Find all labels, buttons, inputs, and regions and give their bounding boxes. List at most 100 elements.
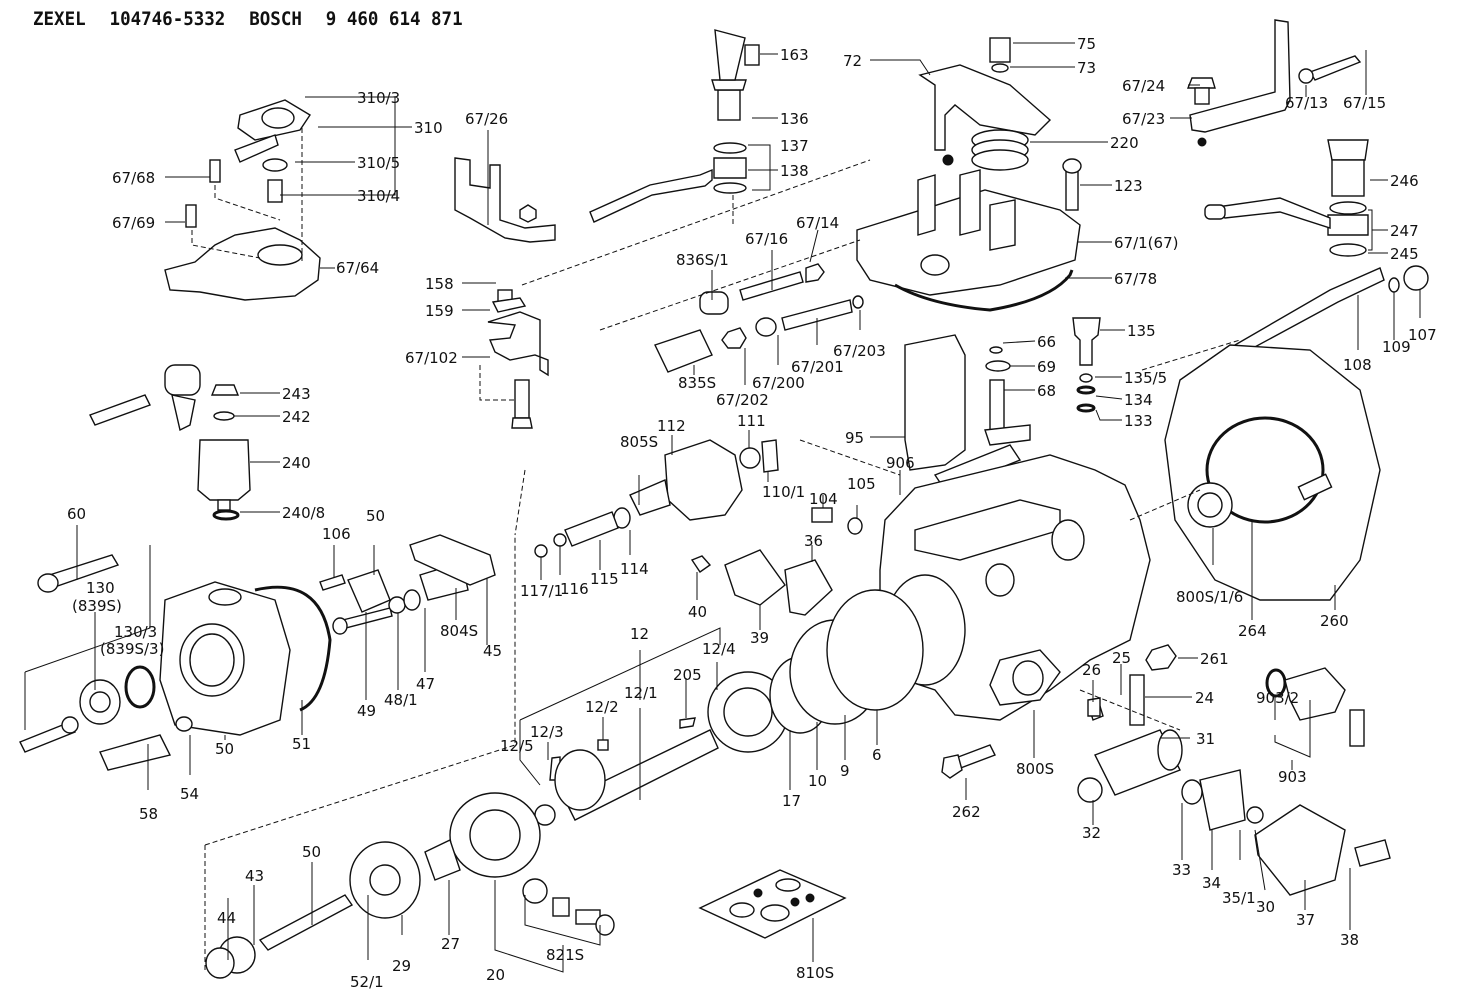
part-label: 34: [1202, 874, 1221, 892]
part-label: 158: [425, 275, 454, 293]
part-label: 12/5: [500, 737, 534, 755]
part-label: 264: [1238, 622, 1267, 640]
part-label: 67/69: [112, 214, 155, 232]
part-label: 805S: [620, 433, 658, 451]
part-label: 17: [782, 792, 801, 810]
part-label: 67/13: [1285, 94, 1328, 112]
part-label: 40: [688, 603, 707, 621]
bracket-67-26: [454, 157, 556, 243]
governor-cover-67-1: [856, 37, 1082, 312]
part-label: 67/26: [465, 110, 508, 128]
part-label: 67/24: [1122, 77, 1165, 95]
governor-components: [904, 317, 1101, 491]
distributor-head-50: [19, 554, 332, 771]
part-label: 67/1(67): [1114, 234, 1178, 252]
part-label: (839S): [72, 597, 122, 615]
part-label: 30: [1256, 898, 1275, 916]
part-label: 12: [630, 625, 649, 643]
part-label: 95: [845, 429, 864, 447]
part-label: 111: [737, 412, 766, 430]
part-label: 67/64: [336, 259, 379, 277]
part-label: 220: [1110, 134, 1139, 152]
part-label: 50: [366, 507, 385, 525]
part-label: 821S: [546, 946, 584, 964]
part-label: 245: [1390, 245, 1419, 263]
part-label: (839S/3): [100, 640, 164, 658]
banjo-fitting-246: [1204, 139, 1429, 356]
part-label: 903: [1278, 768, 1307, 786]
part-label: 67/23: [1122, 110, 1165, 128]
part-label: 67/16: [745, 230, 788, 248]
part-label: 37: [1296, 911, 1315, 929]
part-label: 75: [1077, 35, 1096, 53]
part-label: 48/1: [384, 691, 418, 709]
part-label: 242: [282, 408, 311, 426]
part-label: 261: [1200, 650, 1229, 668]
part-labels: 310/3310310/5310/467/6867/6967/6467/2615…: [67, 35, 1437, 991]
bracket-67-102: [479, 289, 549, 429]
part-label: 123: [1114, 177, 1143, 195]
part-label: 262: [952, 803, 981, 821]
part-label: 9: [840, 762, 850, 780]
part-label: 243: [282, 385, 311, 403]
part-label: 31: [1196, 730, 1215, 748]
part-label: 12/4: [702, 640, 736, 658]
part-label: 135: [1127, 322, 1156, 340]
part-label: 29: [392, 957, 411, 975]
plunger-spring-group: [319, 534, 496, 635]
part-label: 66: [1037, 333, 1056, 351]
part-label: 12/2: [585, 698, 619, 716]
part-label: 117/1: [520, 582, 563, 600]
part-label: 69: [1037, 358, 1056, 376]
banjo-fitting-136: [589, 29, 760, 225]
part-label: 26: [1082, 661, 1101, 679]
part-label: 24: [1195, 689, 1214, 707]
part-label: 20: [486, 966, 505, 984]
part-label: 36: [804, 532, 823, 550]
part-label: 12/3: [530, 723, 564, 741]
sensor-903: [1265, 667, 1365, 747]
part-label: 58: [139, 805, 158, 823]
part-label: 68: [1037, 382, 1056, 400]
part-label: 104: [809, 490, 838, 508]
part-label: 800S: [1016, 760, 1054, 778]
part-label: 135/5: [1124, 369, 1167, 387]
part-label: 114: [620, 560, 649, 578]
bracket-67-23: [1186, 19, 1362, 147]
part-label: 310/3: [357, 89, 400, 107]
part-label: 310/5: [357, 154, 400, 172]
part-label: 50: [215, 740, 234, 758]
part-label: 105: [847, 475, 876, 493]
part-label: 137: [780, 137, 809, 155]
part-label: 240/8: [282, 504, 325, 522]
part-label: 310: [414, 119, 443, 137]
part-label: 163: [780, 46, 809, 64]
part-label: 67/14: [796, 214, 839, 232]
part-label: 310/4: [357, 187, 400, 205]
part-label: 205: [673, 666, 702, 684]
part-label: 800S/1/6: [1176, 588, 1243, 606]
end-cover-260: [1164, 344, 1381, 601]
part-label: 136: [780, 110, 809, 128]
brand-zexel: ZEXEL: [33, 8, 86, 30]
part-label: 67/15: [1343, 94, 1386, 112]
part-label: 49: [357, 702, 376, 720]
part-label: 110/1: [762, 483, 805, 501]
part-label: 116: [560, 580, 589, 598]
part-label: 112: [657, 417, 686, 435]
part-label: 159: [425, 302, 454, 320]
part-label: 6: [872, 746, 882, 764]
part-label: 43: [245, 867, 264, 885]
part-label: 247: [1390, 222, 1419, 240]
part-label: 10: [808, 772, 827, 790]
part-label: 835S: [678, 374, 716, 392]
zexel-part-number: 104746-5332: [109, 8, 226, 30]
gasket-kit-810S: [698, 869, 847, 939]
adjusting-screws: [654, 263, 864, 373]
part-label: 39: [750, 629, 769, 647]
part-label: 12/1: [624, 684, 658, 702]
part-label: 27: [441, 935, 460, 953]
part-label: 67/200: [752, 374, 805, 392]
